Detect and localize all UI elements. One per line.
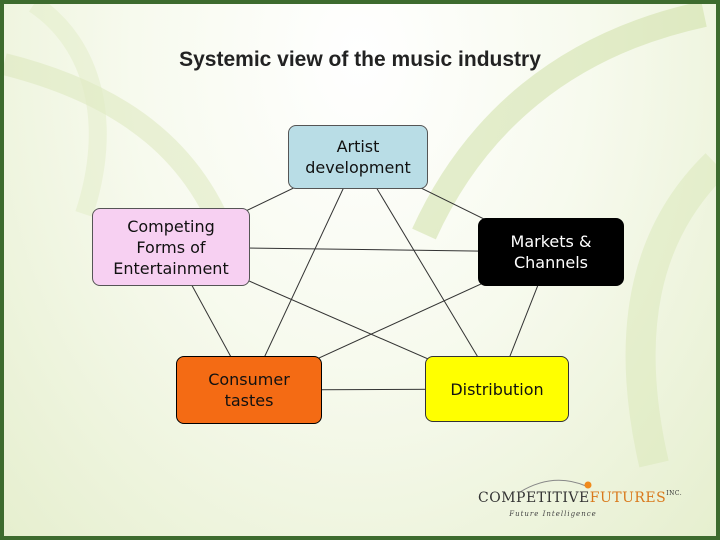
logo-name-part1: Competitive [478,490,590,506]
logo-tagline: Future Intelligence [509,510,597,518]
link-artist-consumer [248,156,359,391]
node-consumer-tastes: Consumer tastes [176,356,322,424]
logo-wordmark: CompetitiveFuturesINC. [478,490,682,506]
background-arrows-decoration [4,4,716,468]
node-distribution: Distribution [425,356,569,422]
logo-arc-icon [519,479,592,493]
link-artist-distribution [357,156,498,390]
logo-suffix: INC. [666,490,683,497]
logo-name-part2: Futures [589,490,667,506]
company-logo: CompetitiveFuturesINC. Future Intelligen… [478,468,682,528]
node-artist-development: Artist development [288,125,428,189]
slide-title: Systemic view of the music industry [179,48,541,71]
node-competing-forms: Competing Forms of Entertainment [92,208,250,286]
node-markets-channels: Markets & Channels [478,218,624,286]
